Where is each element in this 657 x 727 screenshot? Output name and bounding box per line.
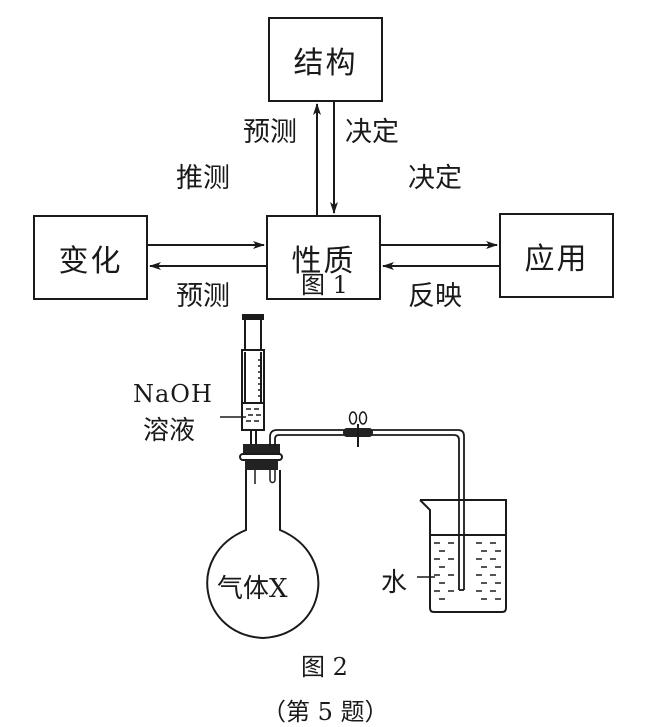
edge-label-structure-to-property: 决定 [345,117,399,148]
rubber-stopper [239,444,283,470]
node-property-label: 性质 [291,243,356,279]
node-application: 应用 [499,213,614,298]
figure1-caption: 图 1 [301,271,348,299]
node-application-label: 应用 [524,241,589,277]
water-dashes [434,542,501,600]
node-structure: 结构 [268,17,383,102]
syringe [241,314,265,446]
syringe-scale [258,359,262,397]
water-label: 水 [381,568,408,598]
clamp-icon [343,411,373,447]
beaker [419,499,507,613]
round-bottom-flask [206,470,320,640]
node-structure-label: 结构 [293,45,358,81]
naoh-solution-label: 溶液 [143,416,196,446]
flask-gas-label: 气体X [217,574,288,604]
question-label: （第 5 题） [262,698,389,726]
node-property: 性质 [266,215,381,300]
edge-label-property-to-change: 预测 [176,281,230,312]
syringe-plunger-cap [242,314,264,320]
node-change: 变化 [33,215,148,300]
delivery-tube [269,429,465,591]
naoh-solution-dashes [246,408,261,422]
edge-label-property-to-structure: 预测 [243,117,297,148]
edge-label-application-to-property: 反映 [408,281,462,312]
naoh-label: NaOH [133,380,213,408]
edge-label-change-to-property: 推测 [176,163,230,194]
figure2-caption: 图 2 [301,653,348,681]
edge-label-property-to-application: 决定 [408,163,462,194]
syringe-barrel [241,349,265,431]
node-change-label: 变化 [58,243,123,279]
